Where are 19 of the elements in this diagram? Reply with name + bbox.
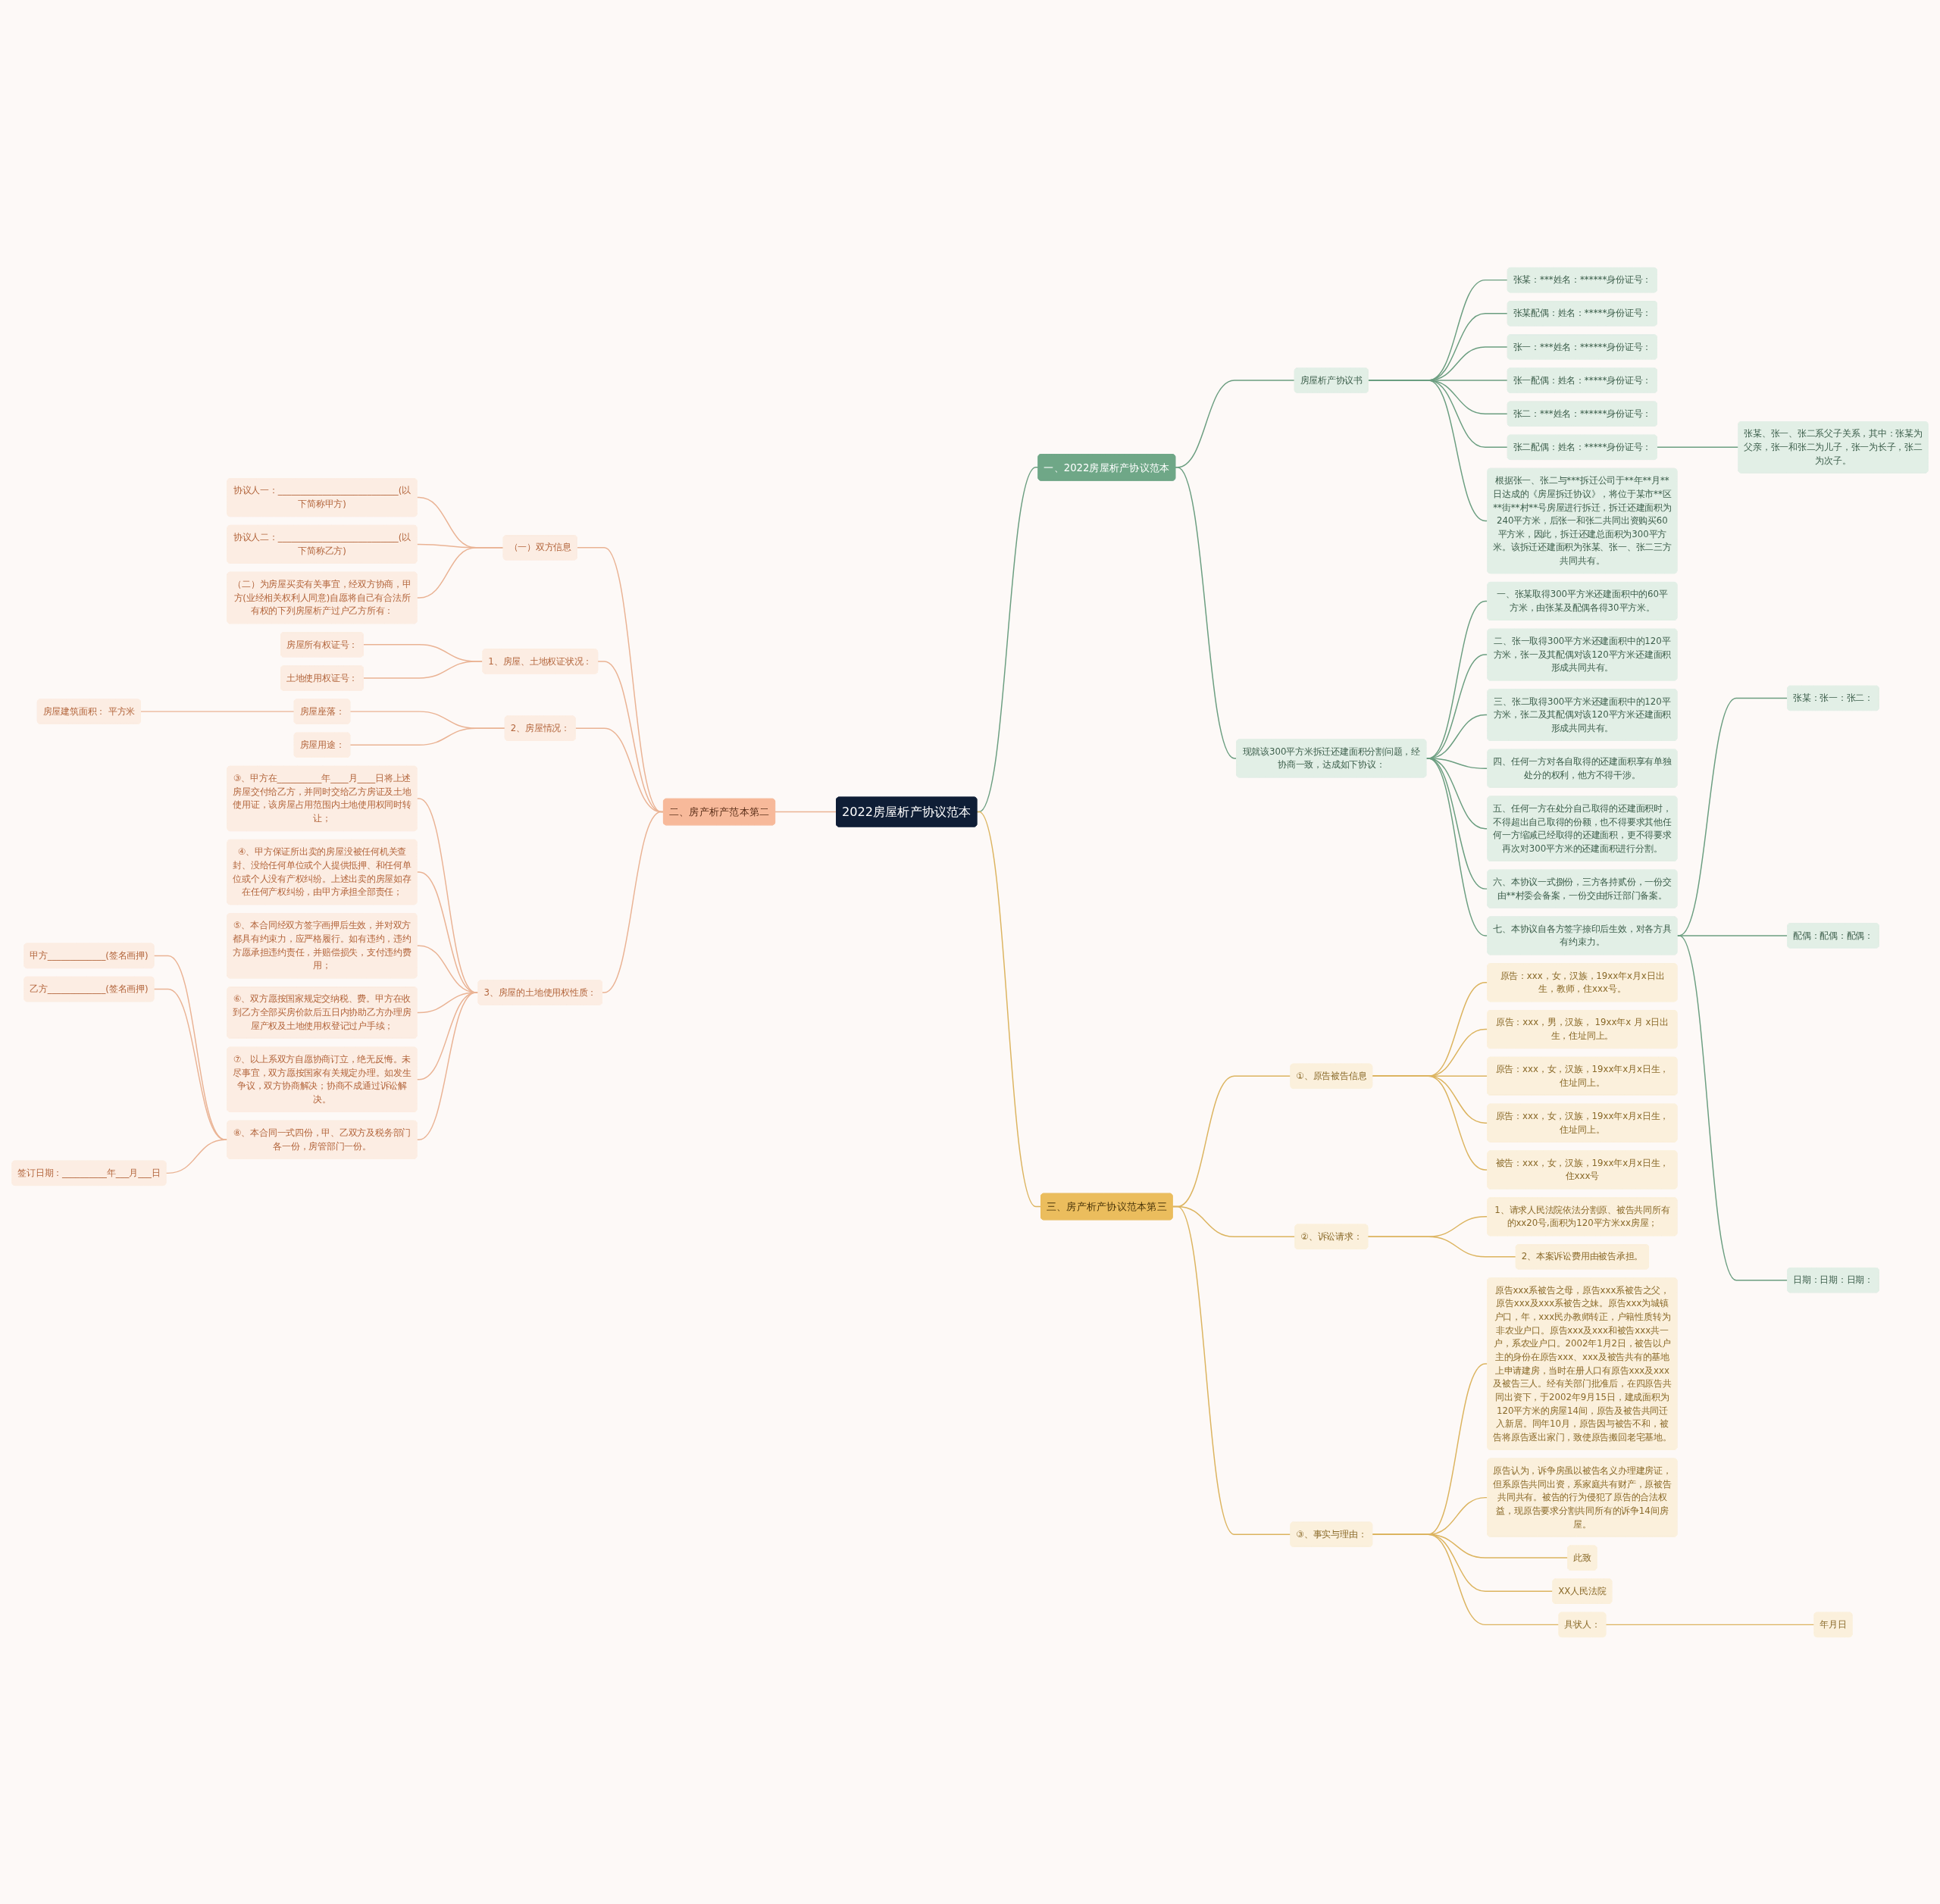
connector	[601, 811, 665, 993]
connector	[1425, 757, 1488, 936]
connector	[1676, 934, 1788, 1280]
connector	[165, 1139, 228, 1174]
connector	[416, 546, 504, 599]
connector	[362, 660, 483, 679]
connector	[416, 991, 479, 1140]
connector	[349, 727, 506, 746]
connector	[139, 710, 295, 712]
connector	[1172, 1205, 1291, 1535]
connector	[1371, 1075, 1488, 1171]
connector	[1656, 446, 1739, 448]
connector	[1605, 1624, 1815, 1625]
connector	[1367, 379, 1488, 521]
connector	[774, 811, 837, 812]
connector	[976, 811, 1042, 1207]
connector	[1371, 1533, 1560, 1625]
connector	[1367, 1236, 1516, 1257]
connector	[1175, 466, 1238, 759]
